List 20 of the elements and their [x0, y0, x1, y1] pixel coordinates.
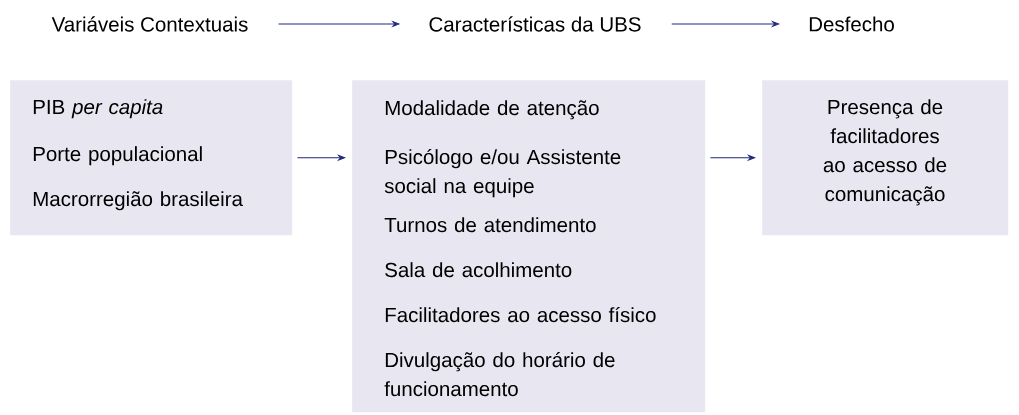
- column-heading: Desfecho: [809, 16, 894, 32]
- list-item: Psicólogo e/ou Assistente social na equipe: [384, 148, 621, 198]
- arrow: [671, 21, 780, 27]
- variable-box: [762, 80, 1009, 236]
- list-item: Turnos de atendimento: [384, 217, 596, 233]
- column-heading: Características da UBS: [429, 16, 641, 32]
- arrow: [709, 154, 756, 161]
- arrow: [296, 154, 346, 161]
- column-heading: Variáveis Contextuais: [51, 16, 248, 32]
- list-item: Divulgação do horário de funcionamento: [384, 351, 615, 397]
- outcome-text: Presença de facilitadores ao acesso de comunicação: [823, 99, 947, 206]
- list-item: Modalidade de atenção: [385, 100, 599, 120]
- variable-box: [10, 80, 293, 236]
- list-item: PIB per capita: [33, 99, 163, 119]
- arrow: [278, 21, 400, 27]
- variable-box: [352, 80, 706, 413]
- list-item: Porte populacional: [33, 146, 202, 166]
- list-item: Facilitadores ao acesso físico: [385, 306, 656, 323]
- list-item: Sala de acolhimento: [385, 262, 572, 278]
- list-item: Macrorregião brasileira: [33, 191, 243, 211]
